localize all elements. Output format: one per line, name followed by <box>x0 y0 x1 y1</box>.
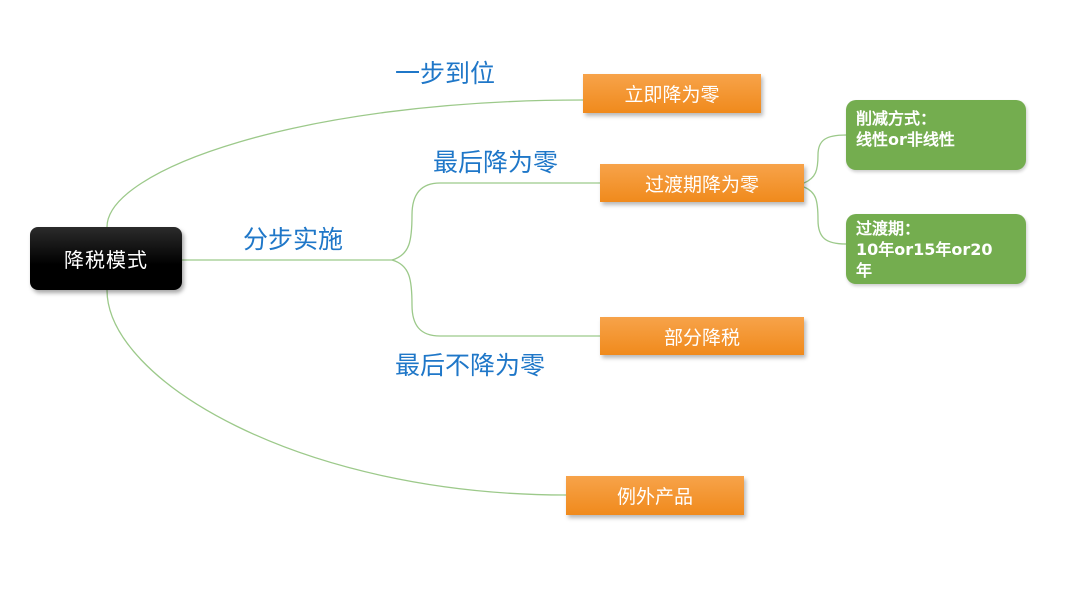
node-transition-period: 过渡期： 10年or15年or20 年 <box>846 214 1026 284</box>
node-partial-reduction: 部分降税 <box>600 317 804 355</box>
connector-phased-transition <box>391 182 600 261</box>
edge-label-eventually-zero: 最后降为零 <box>433 148 559 177</box>
connector-phased-partial <box>391 259 600 337</box>
edge-label-not-zero: 最后不降为零 <box>395 351 546 380</box>
connector-root-immediate <box>106 99 584 228</box>
connector-transition-period <box>803 186 847 245</box>
edge-label-one-step: 一步到位 <box>395 59 496 88</box>
node-transition-zero: 过渡期降为零 <box>600 164 804 202</box>
connector-transition-method <box>803 134 847 184</box>
node-immediate-zero-label: 立即降为零 <box>624 84 720 106</box>
edge-label-phased: 分步实施 <box>243 225 344 254</box>
root-node-tax-reduction-mode: 降税模式 <box>30 227 182 290</box>
node-immediate-zero: 立即降为零 <box>583 74 761 113</box>
node-transition-period-label: 过渡期： 10年or15年or20 年 <box>856 219 993 280</box>
root-node-label: 降税模式 <box>64 248 148 272</box>
node-exception-products: 例外产品 <box>566 476 744 515</box>
node-reduction-method: 削减方式： 线性or非线性 <box>846 100 1026 170</box>
node-exception-products-label: 例外产品 <box>616 486 693 508</box>
node-reduction-method-label: 削减方式： 线性or非线性 <box>856 109 955 149</box>
node-partial-reduction-label: 部分降税 <box>663 326 740 349</box>
connector-root-exception <box>106 289 567 496</box>
node-transition-zero-label: 过渡期降为零 <box>644 173 759 196</box>
